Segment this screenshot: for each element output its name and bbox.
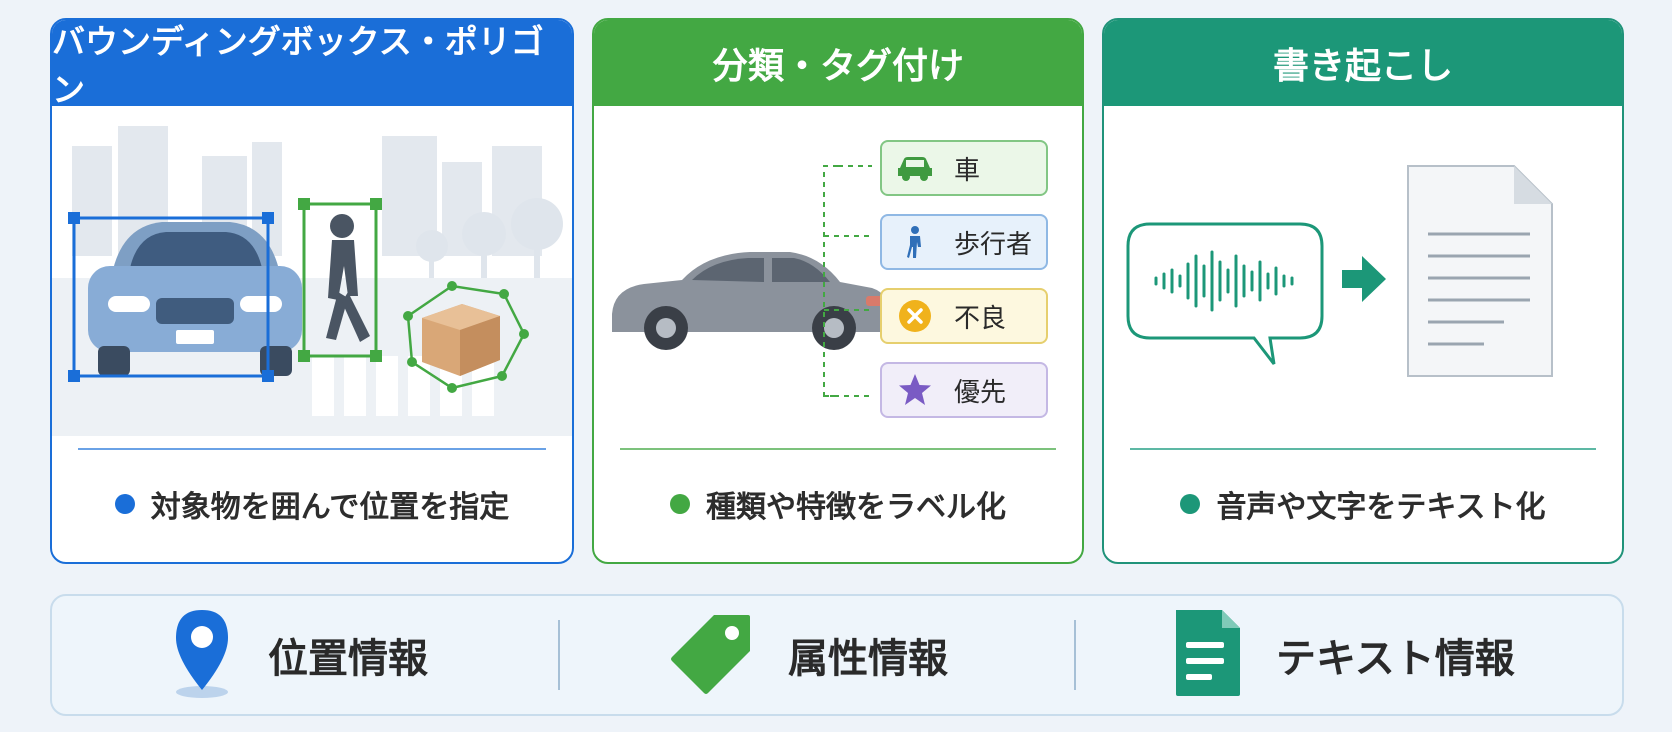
bullet-dot xyxy=(114,494,135,514)
card-caption: 種類や特徴をラベル化 xyxy=(594,482,1082,526)
card-title: バウンディングボックス・ポリゴン xyxy=(52,20,572,109)
summary-label: テキスト情報 xyxy=(1276,636,1515,682)
package-box xyxy=(422,304,500,376)
bullet-dot xyxy=(670,494,690,514)
document-icon xyxy=(1407,165,1553,377)
tag-label: 不良 xyxy=(954,303,1007,334)
summary-bar: 位置情報 属性情報 テキスト情報 xyxy=(50,594,1624,716)
car-side xyxy=(612,252,890,350)
summary-attribute: 属性情報 xyxy=(670,596,948,714)
card-transcription: 書き起こし xyxy=(1102,18,1624,564)
summary-label: 位置情報 xyxy=(268,636,428,682)
card-caption: 音声や文字をテキスト化 xyxy=(1104,482,1622,526)
classification-illustration xyxy=(612,165,890,397)
pedestrian-icon xyxy=(896,223,934,261)
transcription-illustration xyxy=(1126,165,1553,377)
x-circle-icon xyxy=(896,297,934,335)
tag-priority[interactable]: 優先 xyxy=(880,362,1048,418)
tag-car[interactable]: 車 xyxy=(880,140,1048,196)
tag-icon xyxy=(670,611,754,699)
pedestrian-figure xyxy=(326,214,370,342)
bounding-box-illustration xyxy=(52,126,572,436)
summary-text: テキスト情報 xyxy=(1172,596,1515,714)
bullet-dot xyxy=(1180,494,1201,514)
location-pin-icon xyxy=(170,606,234,704)
caption-text: 対象物を囲んで位置を指定 xyxy=(150,490,510,525)
summary-divider xyxy=(1074,620,1076,690)
summary-divider xyxy=(558,620,560,690)
summary-label: 属性情報 xyxy=(788,636,948,682)
card-classification: 分類・タグ付け 車 歩行者 xyxy=(592,18,1084,564)
card-title: 分類・タグ付け xyxy=(594,20,1082,106)
card-title: 書き起こし xyxy=(1104,20,1622,106)
tag-label: 歩行者 xyxy=(954,229,1033,260)
card-divider xyxy=(78,448,546,450)
caption-text: 種類や特徴をラベル化 xyxy=(706,490,1006,525)
arrow-right-icon xyxy=(1342,256,1386,302)
waveform-icon xyxy=(1154,250,1294,312)
card-bounding-box: バウンディングボックス・ポリゴン xyxy=(50,18,574,564)
card-divider xyxy=(620,448,1056,450)
tag-pedestrian[interactable]: 歩行者 xyxy=(880,214,1048,270)
star-icon xyxy=(896,371,934,409)
tag-label: 車 xyxy=(954,155,981,186)
summary-location: 位置情報 xyxy=(170,596,428,714)
card-caption: 対象物を囲んで位置を指定 xyxy=(52,482,572,526)
caption-text: 音声や文字をテキスト化 xyxy=(1216,490,1546,525)
car-icon xyxy=(896,149,934,187)
tag-defect[interactable]: 不良 xyxy=(880,288,1048,344)
tag-label: 優先 xyxy=(954,377,1007,408)
document-icon xyxy=(1172,608,1242,702)
card-divider xyxy=(1130,448,1596,450)
speech-bubble-icon xyxy=(1126,222,1324,365)
